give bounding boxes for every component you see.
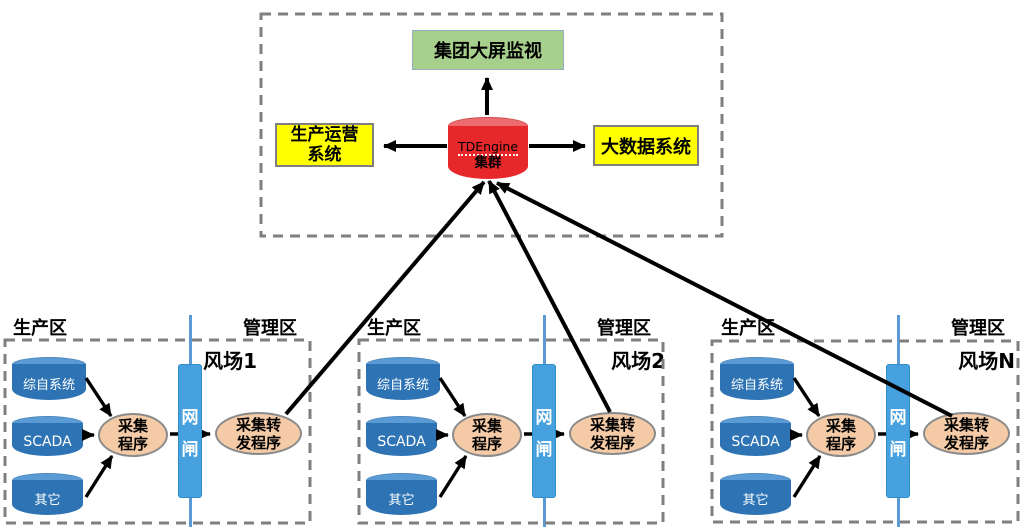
collector-process-ellipse: 采集 程序 [452, 413, 522, 457]
wind-farm-n: 生产区 管理区 风场N 综自系统 SCADA 其它 采集 程序 网 闸 采集转 … [708, 300, 1024, 527]
source-db-label: 综自系统 [22, 377, 75, 393]
bigdata-system-box: 大数据系统 [593, 125, 699, 166]
forwarder-line2: 发程序 [235, 433, 281, 452]
collector-line1: 采集 [825, 417, 856, 435]
cylinder-body: 其它 [366, 480, 437, 515]
source-db-label: 其它 [34, 493, 61, 508]
cylinder-body: TDEngine 集群 [448, 126, 528, 179]
source-db-other: 其它 [720, 473, 791, 515]
collector-line1: 采集 [471, 417, 502, 435]
management-zone-label: 管理区 [951, 318, 1005, 339]
forwarder-line2: 发程序 [589, 433, 635, 452]
cylinder-body: 综自系统 [366, 364, 440, 400]
gate-char-1: 网 [181, 407, 199, 428]
management-zone-label: 管理区 [597, 318, 651, 339]
network-gate-bar: 网 闸 [532, 364, 556, 498]
cylinder-body: 综自系统 [12, 364, 86, 400]
farm-title: 风场1 [203, 349, 257, 373]
cylinder-body: SCADA [720, 423, 791, 456]
collector-line2: 程序 [471, 435, 502, 453]
source-db-label: 其它 [388, 493, 415, 508]
source-db-label: 其它 [742, 493, 769, 508]
group-monitor-box: 集团大屏监视 [412, 30, 564, 70]
farm-title: 风场N [958, 349, 1015, 373]
collector-line2: 程序 [825, 435, 856, 453]
network-gate-bar: 网 闸 [178, 364, 202, 498]
tdengine-cluster-cylinder: TDEngine 集群 [448, 117, 528, 179]
production-operation-line1: 生产运营 [290, 125, 359, 145]
forwarder-line1: 采集转 [235, 415, 281, 434]
cylinder-body: 其它 [12, 480, 83, 515]
source-db-other: 其它 [12, 473, 83, 515]
source-db-other: 其它 [366, 473, 437, 515]
gate-char-2: 闸 [535, 439, 553, 460]
collector-process-ellipse: 采集 程序 [806, 413, 876, 457]
source-db-scada: SCADA [12, 416, 83, 456]
forwarder-line1: 采集转 [943, 415, 989, 434]
forwarder-process-ellipse: 采集转 发程序 [923, 412, 1010, 455]
tdengine-label: TDEngine [457, 138, 519, 156]
wind-farm-1: 生产区 管理区 风场1 综自系统 SCADA 其它 采集 程序 网 闸 采集转 … [0, 300, 322, 527]
cylinder-body: SCADA [12, 423, 83, 456]
source-db-integrated-system: 综自系统 [366, 357, 440, 400]
forwarder-process-ellipse: 采集转 发程序 [569, 412, 656, 455]
source-db-label: 综自系统 [376, 377, 429, 393]
cylinder-body: 其它 [720, 480, 791, 515]
network-gate-bar: 网 闸 [886, 364, 910, 498]
forwarder-line2: 发程序 [943, 433, 989, 452]
production-zone-label: 生产区 [13, 318, 67, 339]
production-zone-label: 生产区 [367, 318, 421, 339]
gate-char-2: 闸 [889, 439, 907, 460]
forwarder-process-ellipse: 采集转 发程序 [215, 412, 302, 455]
source-db-label: SCADA [377, 434, 426, 450]
gate-char-1: 网 [889, 407, 907, 428]
production-operation-line2: 系统 [307, 145, 342, 165]
wind-farm-2: 生产区 管理区 风场2 综自系统 SCADA 其它 采集 程序 网 闸 采集转 … [354, 300, 676, 527]
source-db-integrated-system: 综自系统 [12, 357, 86, 400]
cluster-label: 集群 [474, 154, 502, 171]
cylinder-body: 综自系统 [720, 364, 794, 400]
gate-char-2: 闸 [181, 439, 199, 460]
collector-line2: 程序 [117, 435, 148, 453]
production-zone-label: 生产区 [721, 318, 775, 339]
source-db-label: 综自系统 [730, 377, 783, 393]
collector-process-ellipse: 采集 程序 [98, 413, 168, 457]
source-db-scada: SCADA [366, 416, 437, 456]
cylinder-body: SCADA [366, 423, 437, 456]
gate-char-1: 网 [535, 407, 553, 428]
collector-line1: 采集 [117, 417, 148, 435]
source-db-label: SCADA [23, 434, 72, 450]
management-zone-label: 管理区 [243, 318, 297, 339]
production-operation-system-box: 生产运营 系统 [275, 123, 374, 167]
farm-title: 风场2 [611, 349, 665, 373]
source-db-integrated-system: 综自系统 [720, 357, 794, 400]
source-db-label: SCADA [731, 434, 780, 450]
source-db-scada: SCADA [720, 416, 791, 456]
forwarder-line1: 采集转 [589, 415, 635, 434]
